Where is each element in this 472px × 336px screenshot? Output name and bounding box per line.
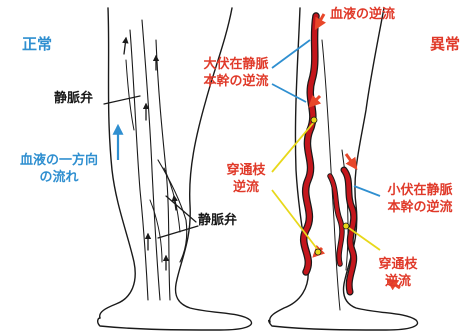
gsv-pointer-2 [272, 84, 306, 102]
valve-lower-label: 静脈弁 [198, 212, 237, 229]
ssv-backflow-label: 小伏在静脈 本幹の逆流 [380, 182, 460, 216]
backflow-arrow-ssv [346, 154, 356, 168]
ssv-pointer [354, 186, 380, 196]
valve-upper-label: 静脈弁 [54, 90, 93, 107]
perforator-lower-label-line2: 逆流 [370, 273, 426, 290]
normal-heading: 正常 [22, 36, 52, 53]
ssv-backflow-label-line2: 本幹の逆流 [380, 199, 460, 216]
pointer-lines [272, 40, 380, 250]
normal-vein-1 [130, 30, 148, 300]
gsv-backflow-label-line2: 本幹の逆流 [196, 73, 276, 90]
normal-leg-outline-front [100, 8, 136, 318]
normal-vein-7 [150, 200, 162, 262]
ssv-backflow-label-line1: 小伏在静脈 [380, 182, 460, 199]
perforator-upper-label-line2: 逆流 [218, 179, 274, 196]
normal-vein-3 [156, 40, 170, 300]
perforator-upper-label-line1: 穿通枝 [218, 162, 274, 179]
one-way-flow-label-line2: の流れ [14, 169, 104, 186]
valve-lower-pointer-1 [166, 196, 196, 222]
perforator-upper-label: 穿通枝 逆流 [218, 162, 274, 196]
gsv-backflow-label-line1: 大伏在静脈 [196, 56, 276, 73]
perforator-lower-label: 穿通枝 逆流 [370, 256, 426, 290]
backflow-label: 血液の逆流 [330, 6, 395, 23]
one-way-flow-label: 血液の一方向 の流れ [14, 152, 104, 186]
abnormal-heading: 異常 [430, 36, 460, 53]
gsv-pointer-1 [272, 40, 310, 68]
perforator-lower-label-line1: 穿通枝 [370, 256, 426, 273]
one-way-flow-label-line1: 血液の一方向 [14, 152, 104, 169]
gsv-backflow-label: 大伏在静脈 本幹の逆流 [196, 56, 276, 90]
valve-lower-pointer-2 [158, 226, 198, 238]
normal-flow-arrow-1 [124, 38, 126, 54]
